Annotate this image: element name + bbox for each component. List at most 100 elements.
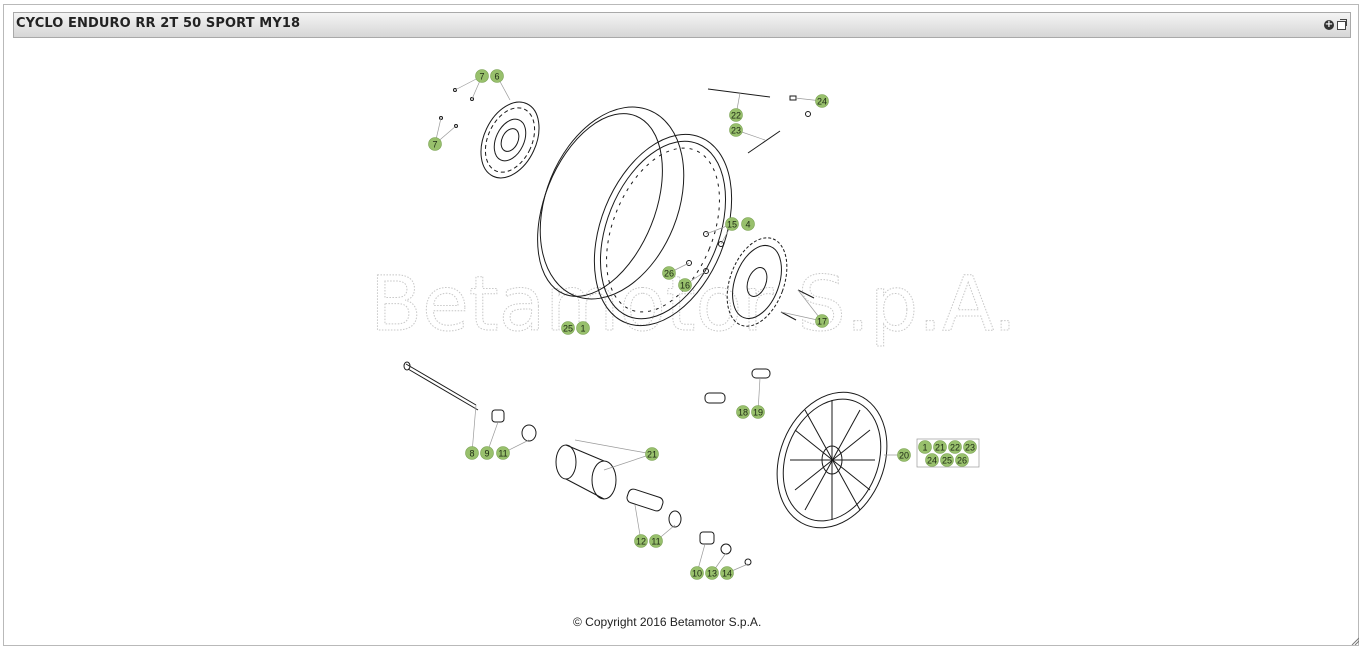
part-callout-26[interactable]: 26 <box>662 266 676 280</box>
resize-grip-icon[interactable] <box>1351 637 1359 645</box>
sprocket <box>726 237 788 327</box>
part-callout-25[interactable]: 25 <box>561 321 575 335</box>
callout-badge[interactable] <box>496 446 510 460</box>
callout-number: 22 <box>731 111 741 121</box>
part-callout-9[interactable]: 9 <box>480 446 494 460</box>
part-callout-16[interactable]: 16 <box>678 278 692 292</box>
window-icon[interactable] <box>1337 19 1347 30</box>
callout-badge[interactable] <box>428 137 442 151</box>
callout-badge[interactable] <box>720 566 734 580</box>
callout-badge[interactable] <box>955 453 969 467</box>
tyre <box>537 106 685 300</box>
part-callout-8[interactable]: 8 <box>465 446 479 460</box>
panel-title: CYCLO ENDURO RR 2T 50 SPORT MY18 <box>16 16 301 31</box>
callout-badge[interactable] <box>480 446 494 460</box>
callout-badge[interactable] <box>751 405 765 419</box>
part-callout-25[interactable]: 25 <box>940 453 954 467</box>
callout-badge[interactable] <box>948 440 962 454</box>
part-callout-11[interactable]: 11 <box>649 534 663 548</box>
part-callout-1[interactable]: 1 <box>918 440 932 454</box>
callout-badge[interactable] <box>815 94 829 108</box>
chain-links <box>704 368 771 404</box>
callout-number: 7 <box>432 140 437 150</box>
watermark: Betamotor S.p.A. <box>370 259 1017 348</box>
callout-badge[interactable] <box>490 69 504 83</box>
callout-badge[interactable] <box>729 123 743 137</box>
part-callout-23[interactable]: 23 <box>963 440 977 454</box>
callout-badge[interactable] <box>925 453 939 467</box>
part-callout-1[interactable]: 1 <box>576 321 590 335</box>
part-callout-26[interactable]: 26 <box>955 453 969 467</box>
callout-number: 12 <box>636 537 646 547</box>
sprocket-bolts <box>686 231 815 321</box>
callout-badge[interactable] <box>645 447 659 461</box>
callout-number: 24 <box>927 456 937 466</box>
plus-icon[interactable]: + <box>1324 19 1334 30</box>
callout-number: 10 <box>692 569 702 579</box>
callout-badge[interactable] <box>649 534 663 548</box>
callout-badge[interactable] <box>561 321 575 335</box>
part-callout-4[interactable]: 4 <box>741 217 755 231</box>
callout-number: 20 <box>899 451 909 461</box>
part-callout-11[interactable]: 11 <box>496 446 510 460</box>
callout-badge[interactable] <box>634 534 648 548</box>
callout-badge[interactable] <box>662 266 676 280</box>
callout-badge[interactable] <box>918 440 932 454</box>
part-callout-17[interactable]: 17 <box>815 314 829 328</box>
part-callout-21[interactable]: 21 <box>645 447 659 461</box>
part-callout-20[interactable]: 20 <box>897 448 911 462</box>
callout-number: 19 <box>753 408 763 418</box>
parts-panel: CYCLO ENDURO RR 2T 50 SPORT MY18 + <box>3 4 1359 646</box>
callout-badge[interactable] <box>678 278 692 292</box>
part-callout-21[interactable]: 21 <box>933 440 947 454</box>
part-callout-15[interactable]: 15 <box>725 217 739 231</box>
part-callout-18[interactable]: 18 <box>736 405 750 419</box>
callout-badge[interactable] <box>897 448 911 462</box>
part-callout-24[interactable]: 24 <box>815 94 829 108</box>
callout-number: 4 <box>745 220 750 230</box>
part-callout-7[interactable]: 7 <box>428 137 442 151</box>
callout-number: 18 <box>738 408 748 418</box>
callout-number: 26 <box>664 269 674 279</box>
callout-number: 11 <box>498 449 507 459</box>
part-callout-6[interactable]: 6 <box>490 69 504 83</box>
callout-number: 16 <box>680 281 690 291</box>
callout-badge[interactable] <box>690 566 704 580</box>
part-callout-22[interactable]: 22 <box>948 440 962 454</box>
callout-number: 9 <box>484 449 489 459</box>
callout-number: 6 <box>494 72 499 82</box>
part-callout-23[interactable]: 23 <box>729 123 743 137</box>
part-callout-24[interactable]: 24 <box>925 453 939 467</box>
callout-badge[interactable] <box>963 440 977 454</box>
callout-badge[interactable] <box>815 314 829 328</box>
callout-badge[interactable] <box>705 566 719 580</box>
callout-badge[interactable] <box>940 453 954 467</box>
callout-number: 7 <box>479 72 484 82</box>
callout-badge[interactable] <box>475 69 489 83</box>
callout-badge[interactable] <box>736 405 750 419</box>
part-callout-19[interactable]: 19 <box>751 405 765 419</box>
part-callout-12[interactable]: 12 <box>634 534 648 548</box>
part-callout-13[interactable]: 13 <box>705 566 719 580</box>
callout-number: 8 <box>469 449 474 459</box>
callout-number: 11 <box>651 537 660 547</box>
disc-bolts <box>439 88 474 128</box>
callout-number: 17 <box>817 317 827 327</box>
callout-number: 1 <box>922 443 927 453</box>
callout-number: 23 <box>965 443 975 453</box>
part-callout-22[interactable]: 22 <box>729 108 743 122</box>
callout-badge[interactable] <box>933 440 947 454</box>
callout-badge[interactable] <box>576 321 590 335</box>
part-callout-14[interactable]: 14 <box>720 566 734 580</box>
callout-badge[interactable] <box>725 217 739 231</box>
callout-number: 26 <box>957 456 967 466</box>
axle <box>403 361 479 411</box>
callout-badge[interactable] <box>741 217 755 231</box>
part-callout-10[interactable]: 10 <box>690 566 704 580</box>
callout-badge[interactable] <box>465 446 479 460</box>
callout-badge[interactable] <box>729 108 743 122</box>
panel-titlebar: CYCLO ENDURO RR 2T 50 SPORT MY18 + <box>13 12 1351 38</box>
assembled-wheel <box>776 391 888 529</box>
part-callout-7[interactable]: 7 <box>475 69 489 83</box>
